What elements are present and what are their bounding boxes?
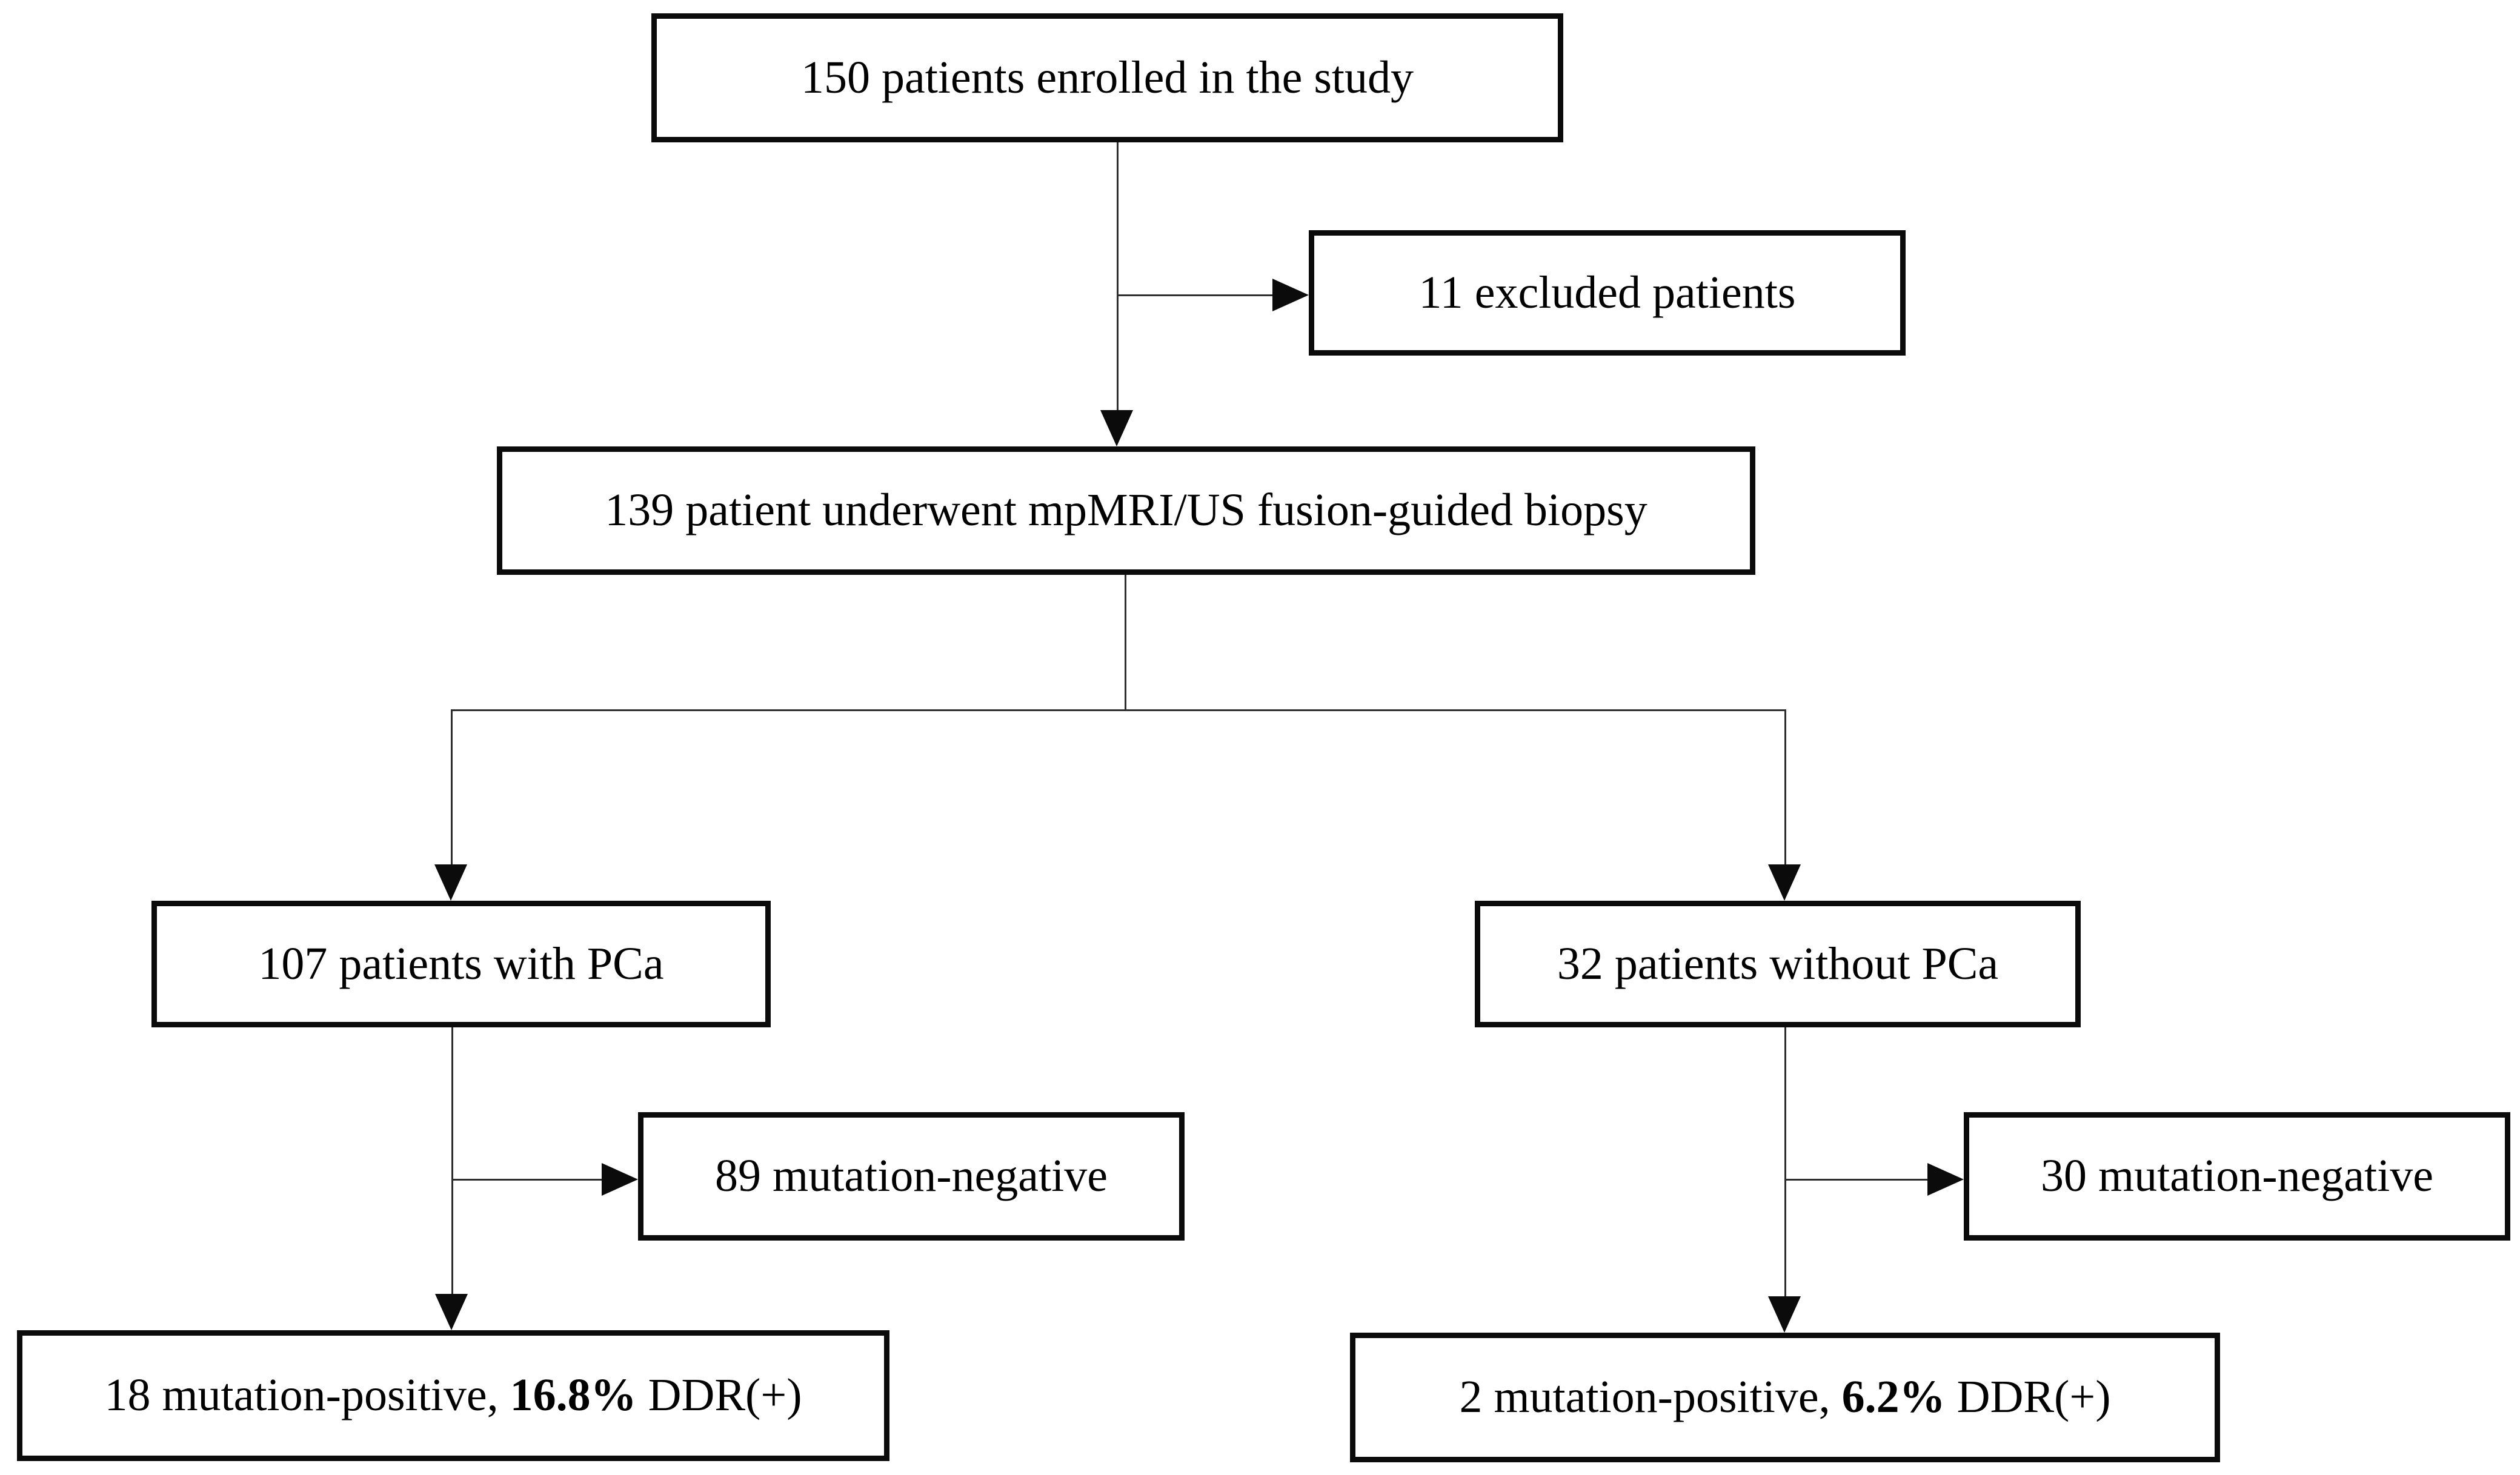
arrowhead-into-without-pca (1768, 864, 1801, 901)
connector-split-left (451, 709, 453, 864)
pca-mut-pos-prefix: 18 mutation-positive, (104, 1370, 510, 1421)
arrowhead-into-nopca-mut-neg (1927, 1163, 1964, 1196)
node-with-pca: 107 patients with PCa (151, 901, 771, 1027)
arrowhead-into-pca-mut-pos (435, 1294, 468, 1330)
node-pca-mutation-negative-label: 89 mutation-negative (715, 1150, 1108, 1202)
node-nopca-mutation-positive: 2 mutation-positive, 6.2% DDR(+) (1350, 1333, 2220, 1462)
node-pca-mutation-negative: 89 mutation-negative (638, 1112, 1185, 1241)
connector-enrolled-to-biopsy (1117, 141, 1119, 410)
node-with-pca-label: 107 patients with PCa (258, 938, 664, 989)
node-without-pca-label: 32 patients without PCa (1557, 938, 1999, 989)
nopca-mut-pos-prefix: 2 mutation-positive, (1459, 1371, 1842, 1423)
connector-split-right (1784, 709, 1786, 864)
connector-branch-to-excluded (1117, 294, 1272, 296)
nopca-mut-pos-suffix: DDR(+) (1945, 1371, 2111, 1423)
node-biopsy: 139 patient underwent mpMRI/US fusion-gu… (497, 446, 1755, 575)
connector-without-pca-stem (1784, 1026, 1786, 1296)
node-biopsy-label: 139 patient underwent mpMRI/US fusion-gu… (605, 485, 1647, 536)
connector-biopsy-stem (1125, 574, 1126, 711)
node-nopca-mutation-negative: 30 mutation-negative (1964, 1112, 2510, 1241)
arrowhead-into-with-pca (434, 864, 467, 901)
node-pca-mutation-positive-label: 18 mutation-positive, 16.8% DDR(+) (104, 1369, 802, 1422)
pca-mut-pos-suffix: DDR(+) (636, 1370, 802, 1421)
connector-split-bar (451, 709, 1786, 711)
node-pca-mutation-positive: 18 mutation-positive, 16.8% DDR(+) (17, 1330, 889, 1461)
node-nopca-mutation-positive-label: 2 mutation-positive, 6.2% DDR(+) (1459, 1371, 2110, 1424)
arrowhead-into-biopsy (1100, 410, 1133, 446)
arrowhead-into-pca-mut-neg (602, 1163, 638, 1196)
pca-ddr-percent: 16.8% (510, 1370, 637, 1421)
arrowhead-into-excluded (1272, 279, 1309, 311)
node-without-pca: 32 patients without PCa (1475, 901, 2081, 1027)
node-enrolled-label: 150 patients enrolled in the study (800, 51, 1414, 103)
connector-branch-to-nopca-mut-neg (1785, 1179, 1927, 1181)
node-excluded-label: 11 excluded patients (1418, 267, 1796, 318)
node-excluded: 11 excluded patients (1309, 230, 1906, 356)
arrowhead-into-nopca-mut-pos (1768, 1296, 1801, 1333)
connector-branch-to-pca-mut-neg (452, 1179, 602, 1181)
nopca-ddr-percent: 6.2% (1841, 1371, 1946, 1423)
connector-with-pca-stem (451, 1026, 453, 1294)
node-enrolled: 150 patients enrolled in the study (651, 13, 1563, 142)
node-nopca-mutation-negative-label: 30 mutation-negative (2041, 1150, 2433, 1202)
